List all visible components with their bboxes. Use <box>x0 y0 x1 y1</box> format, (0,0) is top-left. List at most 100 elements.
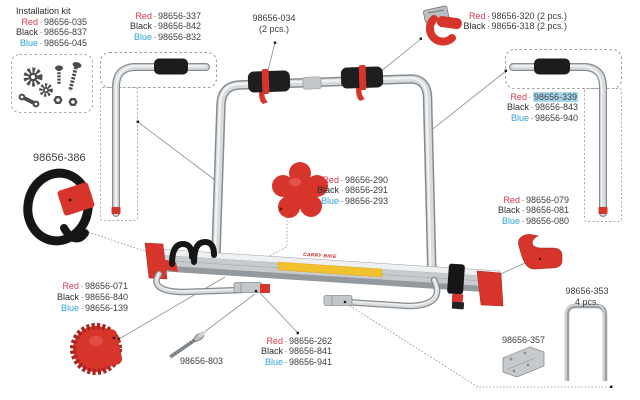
color-name: Black <box>260 346 283 357</box>
screw-icon <box>55 62 82 92</box>
color-variant-row: Red·98656-320 (2 pcs.) <box>446 11 567 22</box>
part-number: 98656-081 <box>525 205 569 216</box>
separator-dot: · <box>284 357 288 368</box>
part-label-339: Red·98656-339 Black·98656-843 Blue·98656… <box>497 91 578 124</box>
color-name: Black <box>56 291 79 302</box>
arm-red-tip <box>260 284 270 293</box>
color-variant-row: Black·98656-837 <box>6 27 87 38</box>
color-variant-row: Black·98656-841 <box>250 346 332 357</box>
rail-clamp-right <box>447 263 465 295</box>
color-name: Blue <box>320 196 339 207</box>
color-name: Red <box>266 335 283 346</box>
separator-dot: · <box>528 91 532 102</box>
separator-dot: · <box>521 216 525 227</box>
color-name: Red <box>135 10 152 21</box>
part-number: 98656-320 (2 pcs.) <box>491 10 567 21</box>
tube-red-tip <box>598 207 608 214</box>
color-variant-row: Red·98656-339 <box>497 91 578 103</box>
part-number: 98656-079 <box>525 194 569 205</box>
color-name: Red <box>468 10 486 21</box>
color-variant-row: Blue·98656-941 <box>250 357 332 368</box>
color-name: Black <box>463 21 486 32</box>
part-label-320: Red·98656-320 (2 pcs.) Black·98656-318 (… <box>446 11 567 33</box>
lower-arm-left <box>153 270 270 296</box>
part-label-290: Red·98656-290 Black·98656-291 Blue·98656… <box>306 175 388 207</box>
wall-bracket-part <box>502 344 545 378</box>
tube-grip <box>154 58 188 75</box>
color-name: Blue <box>133 32 152 43</box>
crossbar-splice <box>302 76 322 90</box>
color-variant-row: Black·98656-081 <box>487 205 569 216</box>
color-variant-row: Red·98656-290 <box>306 175 388 186</box>
color-name: Black <box>15 27 38 38</box>
separator-dot: · <box>80 302 84 313</box>
separator-dot: · <box>153 21 157 32</box>
separator-dot: · <box>486 10 490 21</box>
tube-red-tip <box>111 207 121 214</box>
separator-dot: · <box>521 205 525 216</box>
separator-dot: · <box>39 27 43 38</box>
rail-hook-bracket-part <box>518 234 563 270</box>
color-name: Black <box>316 185 339 196</box>
separator-dot: · <box>80 291 84 302</box>
color-name: Blue <box>264 357 283 368</box>
part-number: 98656-045 <box>43 38 87 49</box>
color-variant-row: Black·98656-842 <box>120 21 201 32</box>
lower-arm-right <box>323 276 441 310</box>
hook-clamp-part <box>422 5 462 46</box>
color-name: Red <box>322 174 339 185</box>
separator-dot: · <box>340 196 344 207</box>
color-variant-row: Red·98656-337 <box>120 11 201 22</box>
part-label-079: Red·98656-079 Black·98656-081 Blue·98656… <box>487 195 569 227</box>
color-variant-row: Blue·98656-080 <box>487 216 569 227</box>
color-variant-row: Red·98656-071 <box>46 281 128 292</box>
tube-grip <box>534 58 570 75</box>
part-number: 98656-941 <box>288 357 332 368</box>
part-number-highlighted: 98656-339 <box>532 91 578 102</box>
left-rack-tube <box>111 58 210 217</box>
part-label-357: 98656-357 <box>502 335 546 345</box>
part-quantity: (2 pcs.) <box>258 24 289 34</box>
color-name: Blue <box>510 113 529 124</box>
color-variant-row: Red·98656-035 <box>6 17 87 28</box>
long-screw-part <box>169 331 206 359</box>
installation-kit-box <box>11 54 93 113</box>
color-variant-row: Black·98656-291 <box>306 185 388 196</box>
part-number: 98656-262 <box>288 335 332 346</box>
part-number: 98656-034 <box>252 13 296 23</box>
color-name: Red <box>21 16 38 27</box>
part-label-kit: Red·98656-035 Black·98656-837 Blue·98656… <box>6 17 87 49</box>
rail-sticker <box>277 261 383 278</box>
part-number: 98656-353 <box>565 286 609 296</box>
color-name: Blue <box>60 302 79 313</box>
color-variant-row: Red·98656-079 <box>487 195 569 206</box>
color-variant-row: Blue·98656-832 <box>120 32 201 43</box>
color-variant-row: Blue·98656-940 <box>497 113 578 124</box>
separator-dot: · <box>284 346 288 357</box>
gear-icon <box>23 67 53 97</box>
right-tube-dashed-box <box>505 49 622 89</box>
separator-dot: · <box>530 113 534 124</box>
part-label-071: Red·98656-071 Black·98656-840 Blue·98656… <box>46 281 128 313</box>
color-variant-row: Black·98656-318 (2 pcs.) <box>446 21 567 32</box>
color-name: Black <box>129 21 152 32</box>
lower-rail <box>144 238 504 310</box>
separator-dot: · <box>340 185 344 196</box>
part-number: 98656-842 <box>157 21 201 32</box>
nut-icon <box>53 96 78 106</box>
strap-part <box>23 168 95 246</box>
part-number: 98656-290 <box>344 174 388 185</box>
color-name: Red <box>503 194 520 205</box>
color-variant-row: Black·98656-840 <box>46 292 128 303</box>
separator-dot: · <box>340 174 344 185</box>
installation-kit-icons <box>18 62 82 108</box>
color-name: Black <box>506 102 529 113</box>
color-name: Blue <box>19 38 38 49</box>
separator-dot: · <box>486 21 490 32</box>
right-rack-tube <box>509 58 608 217</box>
color-name: Red <box>510 91 527 102</box>
part-number: 98656-837 <box>43 27 87 38</box>
part-number: 98656-832 <box>157 32 201 43</box>
